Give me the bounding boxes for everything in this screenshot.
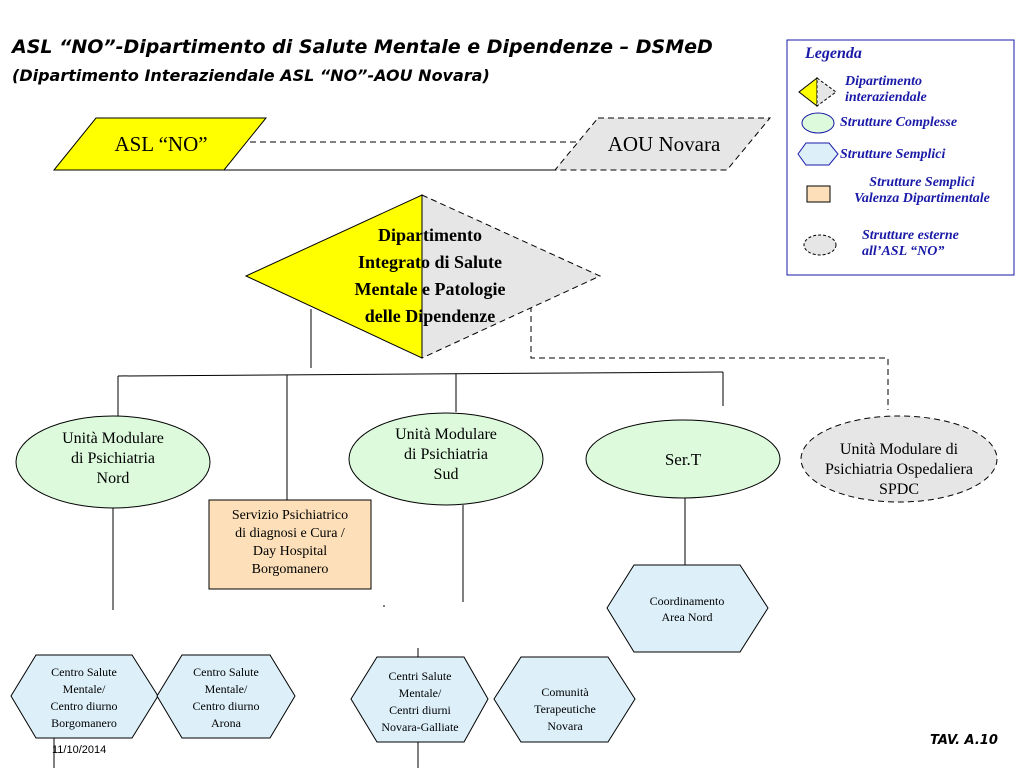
department-label: Dipartimento Integrato di Salute Mentale… xyxy=(354,225,506,326)
page-title: ASL “NO”-Dipartimento di Salute Mentale … xyxy=(12,36,713,58)
center-arona-hexagon xyxy=(156,654,296,739)
psichiatria-nord-ellipse xyxy=(15,415,211,509)
spdc-ellipse xyxy=(800,415,998,503)
coordinamento-hexagon xyxy=(606,564,769,653)
center-novara-hexagon xyxy=(350,656,489,743)
center-borgomanero-hexagon xyxy=(10,654,159,739)
legend-item-complesse: Strutture Complesse xyxy=(840,115,958,130)
legend-item-semplici: Strutture Semplici xyxy=(840,147,946,162)
center-novara-label: Centri Salute Mentale/ Centri diurni Nov… xyxy=(381,669,459,734)
psichiatria-nord-label: Unità Modulare di Psichiatria Nord xyxy=(62,430,164,487)
asl-no-shape xyxy=(52,117,268,171)
center-borgomanero-label: Centro Salute Mentale/ Centro diurno Bor… xyxy=(50,665,118,730)
comunita-label: Comunità Terapeutiche Novara xyxy=(534,685,596,733)
asl-no-label: ASL “NO” xyxy=(114,132,208,156)
page-subtitle: (Dipartimento Interaziendale ASL “NO”-AO… xyxy=(12,66,490,85)
coordinamento-label: Coordinamento Area Nord xyxy=(649,594,725,624)
sert-ellipse xyxy=(585,419,781,499)
legend-rectangle-icon xyxy=(806,185,831,203)
dashed-connector-lines xyxy=(240,141,889,410)
legend-item-esterne: Strutture esterne all’ASL “NO” xyxy=(862,228,959,260)
spdc-service-box xyxy=(208,499,372,590)
legend-dashed-ellipse-icon xyxy=(803,234,837,256)
comunita-hexagon xyxy=(493,656,636,743)
psichiatria-sud-label: Unità Modulare di Psichiatria Sud xyxy=(395,426,497,483)
psichiatria-sud-ellipse xyxy=(348,412,544,506)
legend-title: Legenda xyxy=(805,45,862,62)
legend-ellipse-icon xyxy=(801,112,835,134)
spdc-label: Unità Modulare di Psichiatria Ospedalier… xyxy=(825,441,973,498)
footer-date: 11/10/2014 xyxy=(52,744,107,756)
table-reference: TAV. A.10 xyxy=(930,733,998,748)
legend-hexagon-icon xyxy=(797,142,839,166)
legend-item-dipartimento: Dipartimento interaziendale xyxy=(845,74,927,106)
legend-item-valenza: Strutture Semplici Valenza Dipartimental… xyxy=(854,175,990,207)
aou-novara-shape xyxy=(553,117,772,171)
spdc-service-label: Servizio Psichiatrico di diagnosi e Cura… xyxy=(231,508,349,577)
center-arona-label: Centro Salute Mentale/ Centro diurno Aro… xyxy=(192,665,260,730)
aou-novara-label: AOU Novara xyxy=(607,132,721,156)
sert-label: Ser.T xyxy=(664,450,702,469)
